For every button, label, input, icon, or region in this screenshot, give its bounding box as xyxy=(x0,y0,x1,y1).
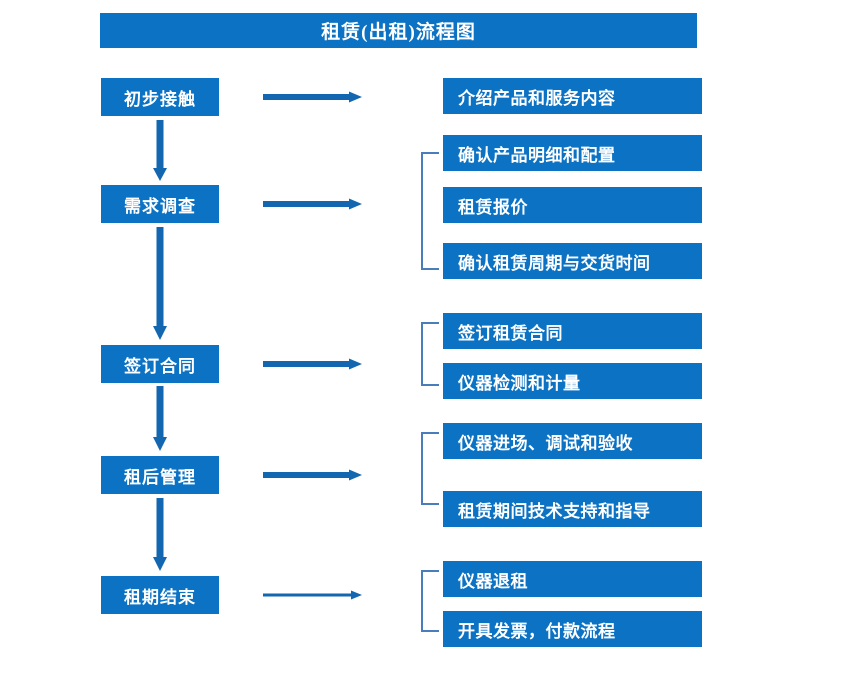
horizontal-arrow-5 xyxy=(263,586,363,604)
horizontal-arrow-3 xyxy=(263,355,363,373)
stage-box-sign-contract[interactable]: 签订合同 xyxy=(101,345,219,383)
horizontal-arrow-2 xyxy=(263,195,363,213)
detail-box-confirm-period-delivery[interactable]: 确认租赁周期与交货时间 xyxy=(443,243,702,279)
vertical-arrow-4 xyxy=(149,498,171,572)
detail-box-confirm-product-spec[interactable]: 确认产品明细和配置 xyxy=(443,135,702,171)
stage-box-initial-contact[interactable]: 初步接触 xyxy=(101,78,219,116)
detail-box-introduce-products[interactable]: 介绍产品和服务内容 xyxy=(443,78,702,114)
horizontal-arrow-1 xyxy=(263,88,363,106)
detail-box-instrument-inspection[interactable]: 仪器检测和计量 xyxy=(443,363,702,399)
detail-box-sign-rental-contract[interactable]: 签订租赁合同 xyxy=(443,313,702,349)
horizontal-arrow-4 xyxy=(263,466,363,484)
detail-box-technical-support[interactable]: 租赁期间技术支持和指导 xyxy=(443,491,702,527)
detail-box-rental-quote[interactable]: 租赁报价 xyxy=(443,187,702,223)
vertical-arrow-1 xyxy=(149,120,171,182)
chart-title-banner: 租赁(出租)流程图 xyxy=(100,13,697,48)
stage-box-demand-survey[interactable]: 需求调查 xyxy=(101,185,219,223)
vertical-arrow-2 xyxy=(149,227,171,341)
stage-box-lease-end[interactable]: 租期结束 xyxy=(101,576,219,614)
detail-box-instrument-onsite-commissioning[interactable]: 仪器进场、调试和验收 xyxy=(443,423,702,459)
stage-box-post-rental-management[interactable]: 租后管理 xyxy=(101,456,219,494)
group-bracket-demand-survey xyxy=(421,152,439,270)
group-bracket-lease-end xyxy=(421,570,439,632)
group-bracket-post-rental xyxy=(421,432,439,505)
detail-box-invoice-payment[interactable]: 开具发票，付款流程 xyxy=(443,611,702,647)
detail-box-instrument-return[interactable]: 仪器退租 xyxy=(443,561,702,597)
group-bracket-sign-contract xyxy=(421,322,439,386)
vertical-arrow-3 xyxy=(149,386,171,452)
